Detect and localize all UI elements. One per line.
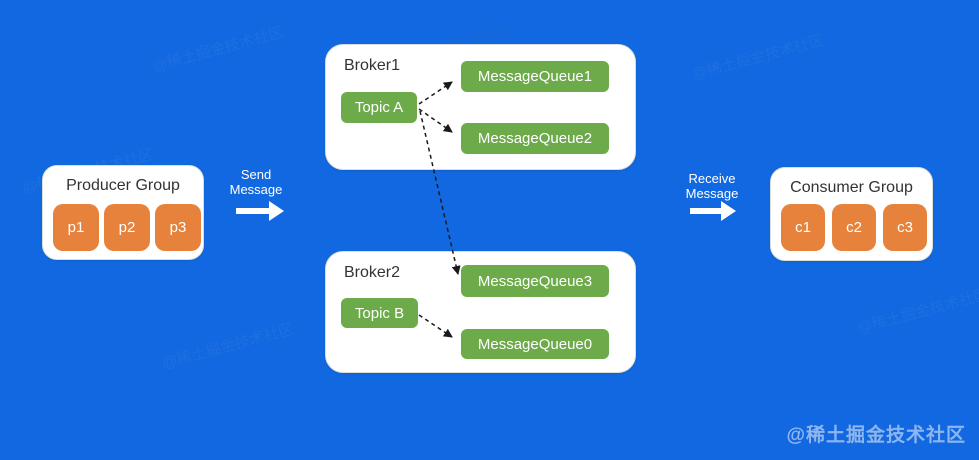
consumer-group-title: Consumer Group — [790, 179, 913, 196]
juejin-watermark: @稀土掘金技术社区 — [786, 425, 966, 446]
faint-watermark: @稀土掘金技术社区 — [690, 31, 826, 84]
receive-message-label-line1: Receive — [688, 171, 736, 186]
broker1-title: Broker1 — [344, 57, 401, 74]
producer-group-panel: Producer Group p1 p2 p3 — [42, 165, 204, 260]
producer-node-p3: p3 — [155, 204, 201, 251]
producer-node-p1: p1 — [53, 204, 99, 251]
faint-watermark: @稀土掘金技术社区 — [855, 285, 979, 338]
consumer-node-c3: c3 — [883, 204, 927, 251]
send-message-label-line2: Message — [229, 182, 283, 197]
faint-watermark: @稀土掘金技术社区 — [160, 320, 296, 373]
message-queue-2-node: MessageQueue2 — [461, 123, 609, 154]
message-queue-1-node: MessageQueue1 — [461, 61, 609, 92]
producer-node-p2: p2 — [104, 204, 150, 251]
send-message-label: Send Message — [220, 167, 292, 197]
receive-message-label: Receive Message — [676, 171, 748, 201]
consumer-group-panel: Consumer Group c1 c2 c3 — [770, 167, 933, 261]
consumer-node-c2: c2 — [832, 204, 876, 251]
topic-a-node: Topic A — [341, 92, 417, 123]
faint-watermark: @稀土掘金技术社区 — [150, 23, 286, 76]
receive-message-label-line2: Message — [685, 186, 739, 201]
producer-group-title: Producer Group — [66, 177, 180, 194]
send-message-label-line1: Send — [240, 167, 272, 182]
topic-b-node: Topic B — [341, 298, 418, 328]
message-queue-0-node: MessageQueue0 — [461, 329, 609, 359]
message-queue-3-node: MessageQueue3 — [461, 265, 609, 297]
consumer-node-c1: c1 — [781, 204, 825, 251]
broker2-title: Broker2 — [344, 264, 401, 281]
